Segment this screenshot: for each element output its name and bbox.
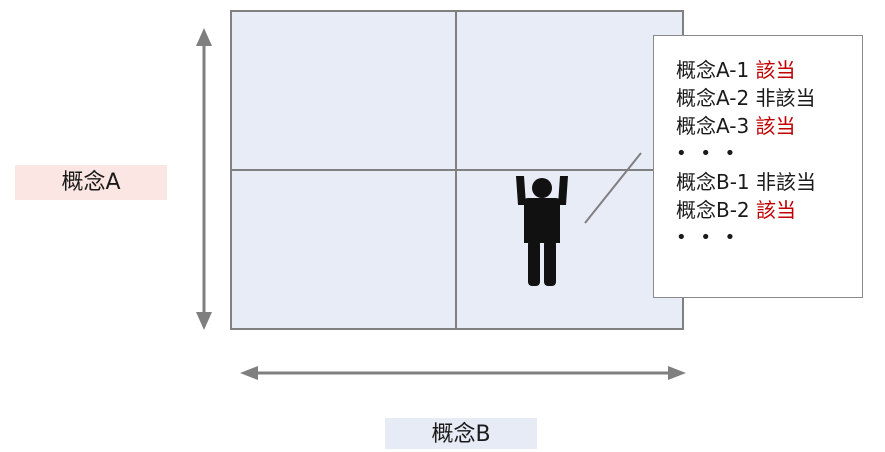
callout-connector-line: [584, 152, 642, 224]
concept-b-label: 概念B: [385, 418, 537, 449]
status-line-b2: 概念B-2 該当: [676, 196, 862, 224]
status-line-a1: 概念A-1 該当: [676, 56, 862, 84]
status-value: 該当: [755, 58, 796, 82]
status-line-a3: 概念A-3 該当: [676, 112, 862, 140]
status-line-a2: 概念A-2 非該当: [676, 84, 862, 112]
concept-name: 概念B-1: [676, 170, 750, 194]
person-arms-raised-icon: [516, 176, 568, 286]
status-value: 非該当: [755, 86, 816, 110]
status-value: 非該当: [756, 170, 817, 194]
horizontal-double-arrow: [240, 366, 686, 380]
status-value: 該当: [755, 114, 796, 138]
concept-name: 概念A-3: [676, 114, 750, 138]
status-value: 該当: [756, 198, 797, 222]
ellipsis-a: • • •: [676, 143, 740, 164]
grid-horizontal-divider: [230, 169, 684, 171]
status-line-b1: 概念B-1 非該当: [676, 168, 862, 196]
concept-a-label: 概念A: [15, 165, 167, 200]
concept-status-callout: 概念A-1 該当 概念A-2 非該当 概念A-3 該当 • • • 概念B-1 …: [653, 35, 863, 298]
concept-name: 概念A-1: [676, 58, 750, 82]
concept-name: 概念B-2: [676, 198, 750, 222]
vertical-double-arrow: [196, 28, 212, 330]
ellipsis-b: • • •: [676, 227, 740, 248]
concept-name: 概念A-2: [676, 86, 750, 110]
